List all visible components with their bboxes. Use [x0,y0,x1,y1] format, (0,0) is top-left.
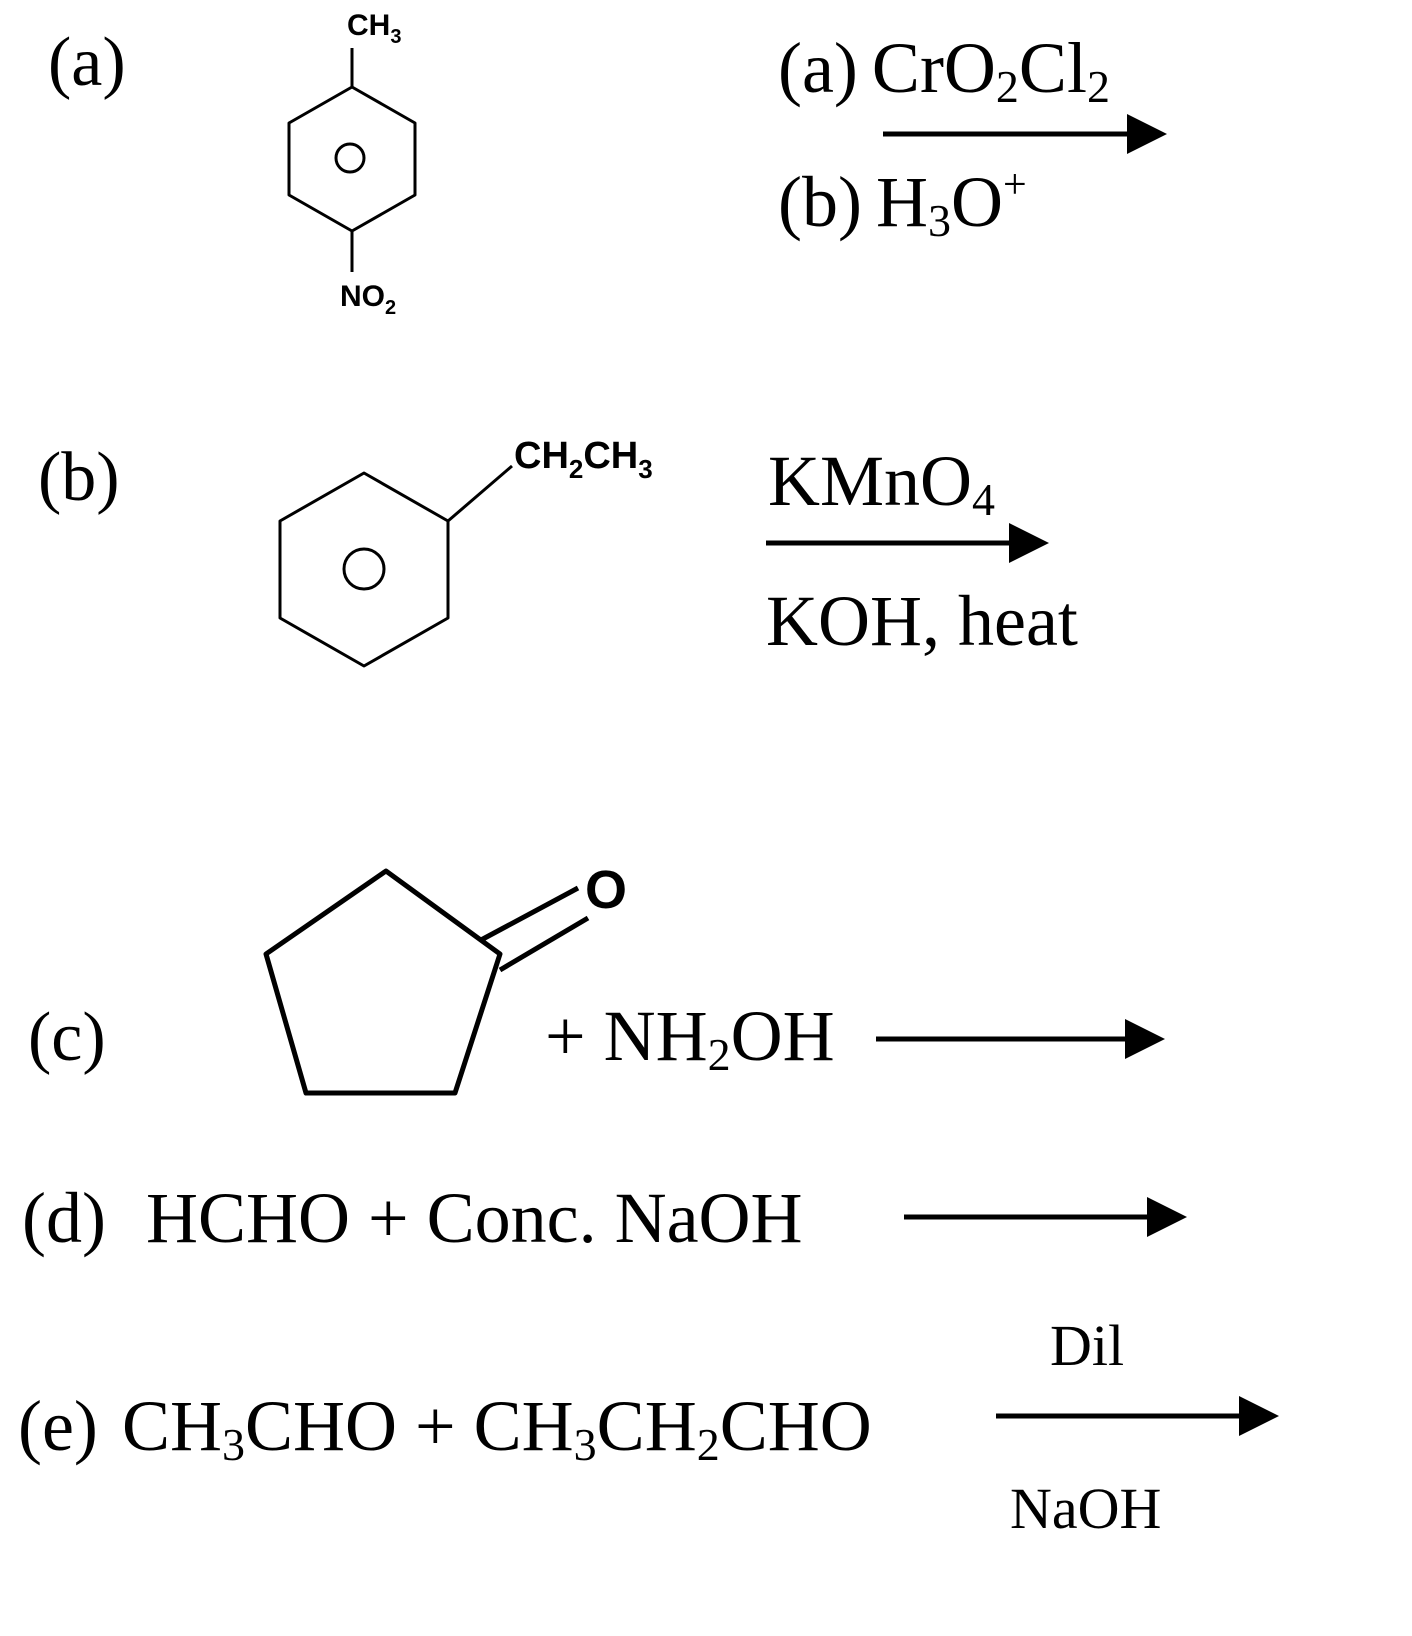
ethylbenzene-structure: CH2CH3 [278,435,653,668]
benzene-ring-b [278,471,450,668]
reaction-e-label: (e) [18,1386,98,1466]
reaction-e: Dil (e) CH3CHO + CH3CH2CHO NaOH [18,1313,1279,1541]
reaction-d: (d) HCHO + Conc. NaOH [22,1178,1187,1258]
reaction-c: (c) O + NH2OH [28,860,1165,1096]
methyl-group-label: CH3 [347,9,401,48]
reaction-c-label: (c) [28,999,106,1076]
reaction-e-equation: CH3CHO + CH3CH2CHO [122,1386,872,1470]
reagent-e-below: NaOH [1010,1476,1161,1541]
reaction-b-label: (b) [38,439,120,516]
nitro-group-label: NO2 [340,280,396,319]
reagent-b-oxidant: KMnO4 [768,441,995,525]
reagent-c-hydroxylamine: + NH2OH [545,996,835,1080]
reagent-a-step-2: (b)H3O+ [778,162,1027,246]
carbonyl-double-bond-1 [479,885,580,943]
aromatic-circle-a [334,142,366,174]
reagent-b-conditions: KOH, heat [766,581,1078,661]
reaction-d-equation: HCHO + Conc. NaOH [146,1178,803,1258]
ethyl-group-label: CH2CH3 [514,435,653,484]
cyclopentanone-structure: O [263,860,627,1096]
benzene-ring-a [287,85,417,233]
para-nitrotoluene-structure: CH3 NO2 [287,9,417,319]
reaction-a-label: (a) [48,24,126,101]
reaction-d-label: (d) [22,1178,106,1258]
reagent-a-step-1: (a)CrO2Cl2 [778,28,1110,112]
carbonyl-double-bond-2 [498,915,590,973]
reaction-a: (a) CH3 NO2 (a)CrO2Cl2 (b)H3O+ [48,9,1167,319]
ethyl-bond [447,464,513,523]
aromatic-circle-b [342,547,386,591]
reaction-b: (b) CH2CH3 KMnO4 KOH, heat [38,435,1078,668]
cyclopentane-ring [263,868,503,1096]
carbonyl-oxygen-label: O [585,860,627,920]
reagent-e-above: Dil [1050,1313,1124,1378]
